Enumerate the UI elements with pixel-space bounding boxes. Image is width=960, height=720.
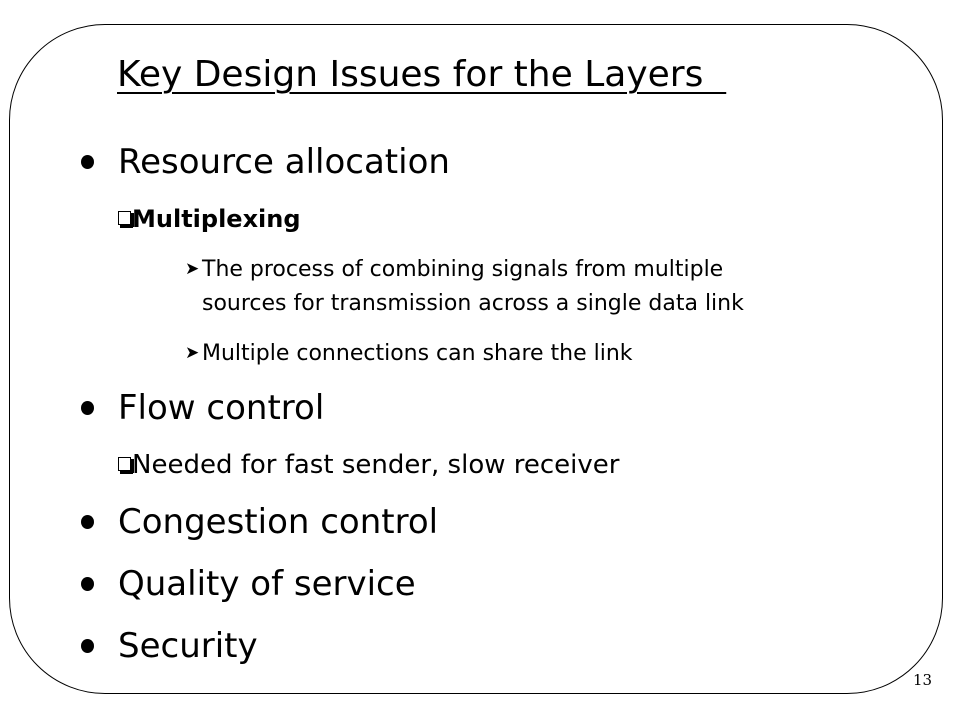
bullet-text: Security (118, 626, 258, 666)
bullet-item-flow-control: Flow control (81, 386, 325, 430)
detail-item-multiple-connections: ➤ Multiple connections can share the lin… (185, 339, 633, 369)
bullet-item-resource-allocation: Resource allocation (81, 140, 450, 184)
bullet-text: Congestion control (118, 502, 439, 542)
bullet-dot-icon (81, 155, 94, 169)
bullet-dot-icon (81, 401, 94, 415)
arrow-bullet-icon: ➤ (185, 259, 200, 279)
bullet-text: Quality of service (118, 564, 416, 604)
checkbox-bullet-icon (118, 211, 134, 228)
bullet-item-security: Security (81, 624, 258, 668)
sub-item-needed-for: Needed for fast sender, slow receiver (118, 448, 620, 482)
bullet-dot-icon (81, 515, 94, 529)
detail-text: The process of combining signals from mu… (202, 257, 724, 282)
detail-text: Multiple connections can share the link (202, 341, 633, 366)
bullet-item-congestion-control: Congestion control (81, 500, 439, 544)
arrow-bullet-icon: ➤ (185, 343, 200, 363)
sub-item-multiplexing: Multiplexing (118, 202, 301, 236)
checkbox-bullet-icon (118, 457, 134, 474)
detail-text: sources for transmission across a single… (202, 291, 744, 316)
sub-item-text: Multiplexing (132, 205, 301, 233)
bullet-text: Flow control (118, 388, 325, 428)
page-number: 13 (913, 671, 933, 689)
bullet-dot-icon (81, 639, 94, 653)
slide-frame (9, 24, 943, 694)
detail-item-process-continued: sources for transmission across a single… (202, 289, 744, 319)
detail-item-process: ➤ The process of combining signals from … (185, 255, 724, 285)
bullet-dot-icon (81, 577, 94, 591)
sub-item-text: Needed for fast sender, slow receiver (132, 450, 620, 480)
bullet-item-quality-of-service: Quality of service (81, 562, 416, 606)
bullet-text: Resource allocation (118, 142, 450, 182)
slide-title: Key Design Issues for the Layers (117, 54, 727, 95)
